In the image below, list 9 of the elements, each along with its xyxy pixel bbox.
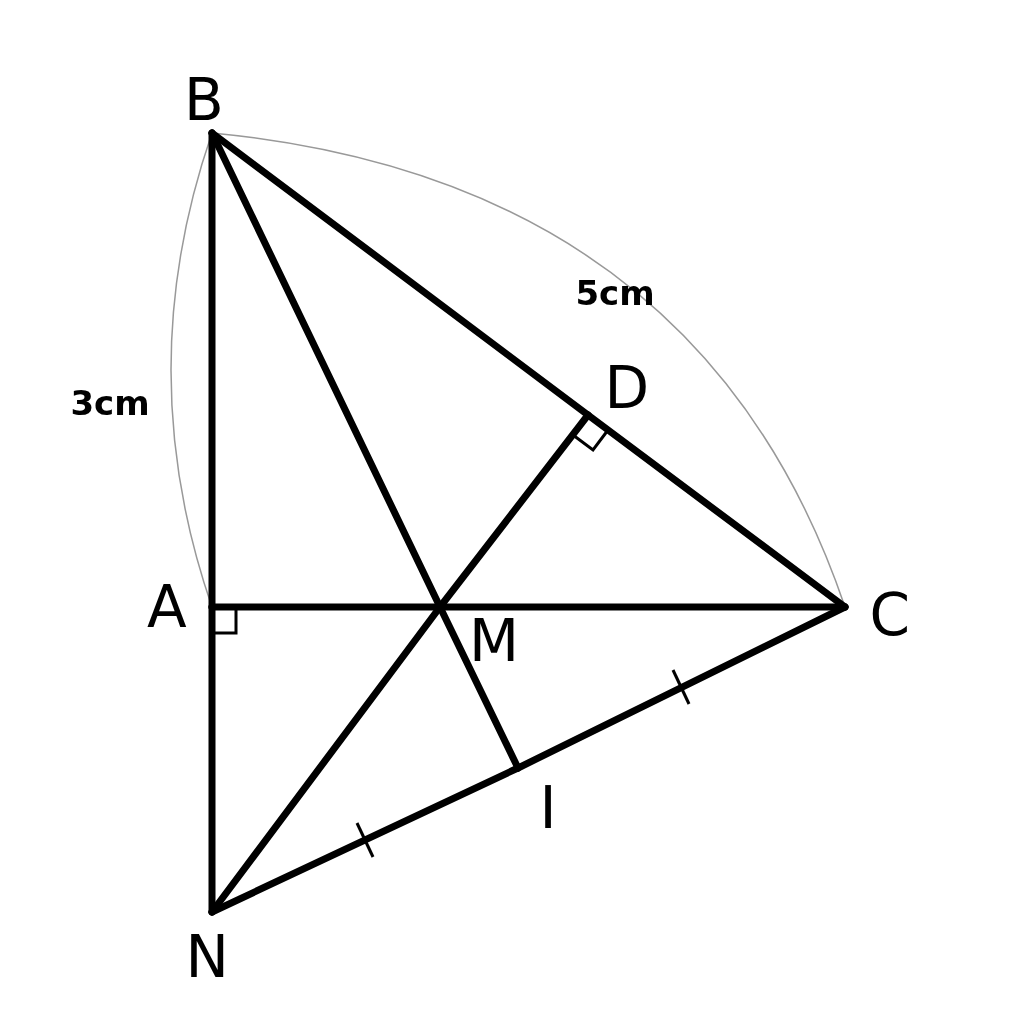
point-label: D <box>604 359 650 417</box>
point-label: A <box>147 578 187 636</box>
length-label: 5cm <box>575 276 655 310</box>
point-label: B <box>184 71 224 129</box>
point-label: I <box>539 779 557 837</box>
point-label: N <box>185 928 229 986</box>
point-label: C <box>869 586 910 644</box>
length-label: 3cm <box>70 386 150 420</box>
point-label: M <box>469 612 520 670</box>
